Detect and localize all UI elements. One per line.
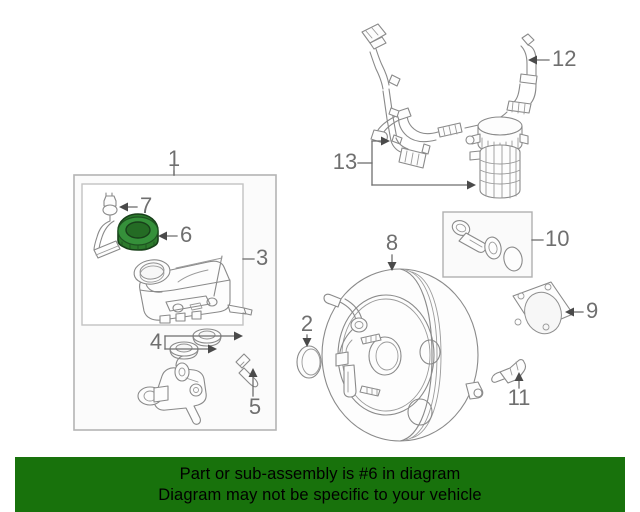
callout-8: 8 — [386, 230, 398, 255]
leader-7 — [119, 202, 138, 212]
footer-banner: Part or sub-assembly is #6 in diagram Di… — [15, 457, 625, 512]
callout-4: 4 — [150, 329, 162, 354]
vacuum-pump — [465, 116, 529, 199]
footer-line-1: Part or sub-assembly is #6 in diagram — [179, 464, 461, 483]
kit-washer — [484, 236, 502, 260]
callout-10: 10 — [545, 226, 569, 251]
callout-13: 13 — [333, 149, 357, 174]
leader-8 — [387, 254, 397, 271]
footer-line-2: Diagram may not be specific to your vehi… — [158, 485, 482, 504]
callout-6: 6 — [180, 222, 192, 247]
callout-5: 5 — [249, 394, 261, 419]
callout-3: 3 — [256, 245, 268, 270]
booster-gasket — [512, 281, 574, 335]
master-cylinder-casting — [137, 355, 207, 425]
leader-9 — [565, 307, 584, 317]
callout-11: 11 — [508, 385, 531, 410]
fluid-level-sensor — [93, 192, 121, 259]
master-cylinder-reservoir-body — [133, 255, 253, 324]
brake-booster — [321, 268, 484, 442]
leader-4 — [164, 331, 243, 354]
booster-hardware-kit-box — [442, 211, 533, 278]
callout-1: 1 — [168, 146, 180, 171]
leader-11 — [514, 372, 524, 389]
leader-6 — [158, 231, 178, 241]
leader-12 — [528, 55, 550, 65]
vacuum-pump-wiring-harness — [361, 23, 431, 169]
leader-5 — [248, 368, 258, 397]
callout-9: 9 — [586, 298, 598, 323]
leader-2 — [302, 334, 312, 347]
reservoir-cap — [117, 213, 159, 251]
callout-7: 7 — [140, 193, 152, 218]
callout-2: 2 — [301, 311, 313, 336]
leader-13 — [357, 136, 476, 190]
booster-seal-ring — [296, 345, 322, 379]
callout-12: 12 — [552, 46, 576, 71]
kit-seal — [503, 246, 523, 272]
